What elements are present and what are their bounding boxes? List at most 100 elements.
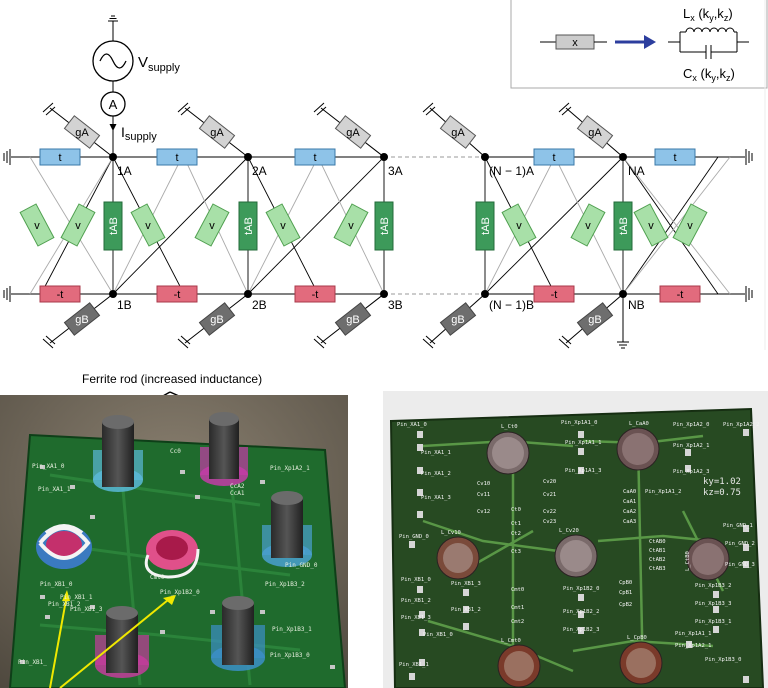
svg-text:L_Cmt0: L_Cmt0 xyxy=(501,638,521,644)
t-4: t xyxy=(533,148,575,166)
svg-text:Cv10: Cv10 xyxy=(477,481,490,487)
ammeter-label: A xyxy=(109,97,118,112)
inductor-icon xyxy=(685,27,735,33)
svg-text:v: v xyxy=(209,220,215,232)
svg-text:gB: gB xyxy=(588,314,601,326)
render-pin-labels-left: Pin_XA1_0 Pin_XA1_1 Pin_XA1_2 Pin_XA1_3 … xyxy=(397,422,453,668)
t-1: t xyxy=(39,148,81,166)
svg-text:2B: 2B xyxy=(252,298,267,312)
svg-text:Cv22: Cv22 xyxy=(543,509,556,515)
svg-text:v: v xyxy=(348,220,354,232)
ga-components: gA gA gA gA gA xyxy=(42,102,624,158)
svg-text:Pin_GND_3: Pin_GND_3 xyxy=(725,562,755,568)
svg-text:CcA1: CcA1 xyxy=(230,490,245,497)
pcb-render: Pin_XA1_0 Pin_XA1_1 Pin_XA1_2 Pin_XA1_3 … xyxy=(383,391,768,688)
svg-text:CaA3: CaA3 xyxy=(623,519,636,525)
svg-text:tAB: tAB xyxy=(379,217,391,235)
svg-text:Pin_Xp1A1_3: Pin_Xp1A1_3 xyxy=(565,468,601,474)
gb-components: gB gB gB gB gB xyxy=(42,293,624,349)
svg-text:Pin_Xp1B2_2: Pin_Xp1B2_2 xyxy=(563,609,599,615)
svg-text:tAB: tAB xyxy=(480,217,492,235)
svg-text:v: v xyxy=(648,220,654,232)
svg-text:NA: NA xyxy=(628,164,645,178)
ga-5: gA xyxy=(576,115,614,149)
render-cap-labels: Cv10 Cv11 Cv12 Ct0 Ct1 Ct2 Ct3 Cv20 Cv21… xyxy=(477,479,666,625)
t-2: t xyxy=(156,148,198,166)
svg-text:tAB: tAB xyxy=(243,217,255,235)
coil-1 xyxy=(36,524,92,569)
svg-text:Pin_Xp1A2_1: Pin_Xp1A2_1 xyxy=(673,443,709,449)
svg-text:gA: gA xyxy=(210,127,224,139)
svg-text:Pin_Xp1A1_1: Pin_Xp1A1_1 xyxy=(675,631,711,637)
svg-text:1A: 1A xyxy=(117,164,132,178)
svg-text:L_Cv20: L_Cv20 xyxy=(559,528,579,534)
svg-text:Cmt0: Cmt0 xyxy=(511,587,524,593)
ga-2: gA xyxy=(198,115,236,149)
ferrite-rod-5 xyxy=(95,606,149,678)
svg-text:Cv23: Cv23 xyxy=(543,519,556,525)
svg-text:CpB1: CpB1 xyxy=(619,590,632,596)
svg-text:Pin_XB1_1: Pin_XB1_1 xyxy=(60,594,93,601)
v-10: v xyxy=(672,203,708,247)
neg-t-2: -t xyxy=(156,285,198,303)
svg-text:Pin_Xp1B3_0: Pin_Xp1B3_0 xyxy=(705,657,741,663)
k-values: ky=1.02 kz=0.75 xyxy=(703,477,741,498)
current-arrow-icon xyxy=(109,124,117,131)
svg-text:Pin_Xp1B3_2: Pin_Xp1B3_2 xyxy=(695,583,731,589)
svg-text:Pin_Xp1B2_3: Pin_Xp1B2_3 xyxy=(563,627,599,633)
svg-text:NB: NB xyxy=(628,298,645,312)
v-7: v xyxy=(501,203,537,247)
render-pin-labels-right: Pin_Xp1A2_0 Pin_Xp1A2_2 Pin_Xp1A2_1 Pin_… xyxy=(645,422,759,663)
gb-3: gB xyxy=(334,302,372,336)
svg-text:v: v xyxy=(585,220,591,232)
render-pin-labels-mid: Pin_Xp1A1_0 Pin_Xp1A1_1 Pin_Xp1A1_3 Pin_… xyxy=(451,420,601,633)
svg-text:Pin_XA1_0: Pin_XA1_0 xyxy=(32,463,65,470)
svg-text:Pin_Xp1A2_2: Pin_Xp1A2_2 xyxy=(723,422,759,428)
tab-3: tAB xyxy=(374,201,394,251)
gb-5: gB xyxy=(576,302,614,336)
tab-5: tAB xyxy=(613,201,633,251)
svg-text:Pin_Xp1B2_0: Pin_Xp1B2_0 xyxy=(563,586,599,592)
ferrite-rod-1 xyxy=(93,415,143,492)
v-1: v xyxy=(19,203,55,247)
svg-text:gA: gA xyxy=(346,127,360,139)
v-3: v xyxy=(130,203,166,247)
svg-text:L_CaA0: L_CaA0 xyxy=(629,421,649,427)
svg-text:gB: gB xyxy=(346,314,359,326)
svg-text:Pin_XB1_0: Pin_XB1_0 xyxy=(401,577,431,583)
isupply-label: Isupply xyxy=(121,124,157,143)
svg-text:Pin_XB1_0: Pin_XB1_0 xyxy=(423,632,453,638)
inductor-l-cv10 xyxy=(436,536,480,580)
svg-text:Pin_GND_0: Pin_GND_0 xyxy=(285,562,318,569)
ground-icon xyxy=(107,15,119,25)
svg-text:Cmt0: Cmt0 xyxy=(150,574,165,581)
svg-text:Pin_Xp1A1_1: Pin_Xp1A1_1 xyxy=(565,440,601,446)
neg-t-4: -t xyxy=(533,285,575,303)
svg-text:-t: -t xyxy=(677,289,684,301)
svg-text:3A: 3A xyxy=(388,164,403,178)
ferrite-rod-3 xyxy=(262,491,312,567)
svg-text:Pin_XB1_3: Pin_XB1_3 xyxy=(401,615,431,621)
svg-text:Pin_GND_2: Pin_GND_2 xyxy=(725,541,755,547)
svg-text:Pin_XB1_1: Pin_XB1_1 xyxy=(399,662,429,668)
svg-text:Pin_XB1_3: Pin_XB1_3 xyxy=(70,606,103,613)
pcb-photo: Pin_XA1_0 Pin_XA1_1 Cc0 CcA2 CcA1 Pin_Xp… xyxy=(0,395,348,688)
svg-text:-t: -t xyxy=(551,289,558,301)
svg-text:Pin_XA1_0: Pin_XA1_0 xyxy=(397,422,427,428)
arrow-right-icon xyxy=(615,35,656,49)
svg-text:tAB: tAB xyxy=(108,217,120,235)
render-inductor-labels: L_Ct0 L_CaA0 L_Cv10 L_Cv20 L_CtB0 L_Cmt0… xyxy=(441,421,691,644)
svg-text:Pin_Xp1A2_1: Pin_Xp1A2_1 xyxy=(270,465,310,472)
svg-text:-t: -t xyxy=(174,289,181,301)
v-8: v xyxy=(570,203,606,247)
svg-text:t: t xyxy=(552,152,555,164)
ga-4: gA xyxy=(439,115,477,149)
v-components: v v v v v v v v v v xyxy=(19,203,708,247)
svg-text:L_CtB0: L_CtB0 xyxy=(685,551,691,571)
svg-text:Pin_Xp1A2_1: Pin_Xp1A2_1 xyxy=(675,643,711,649)
svg-text:Cv11: Cv11 xyxy=(477,492,490,498)
inductor-l-cmt0 xyxy=(497,644,541,688)
svg-text:Pin_XA1_1: Pin_XA1_1 xyxy=(38,486,71,493)
svg-text:kz=0.75: kz=0.75 xyxy=(703,488,741,498)
t-components: t t t t t xyxy=(39,148,696,166)
